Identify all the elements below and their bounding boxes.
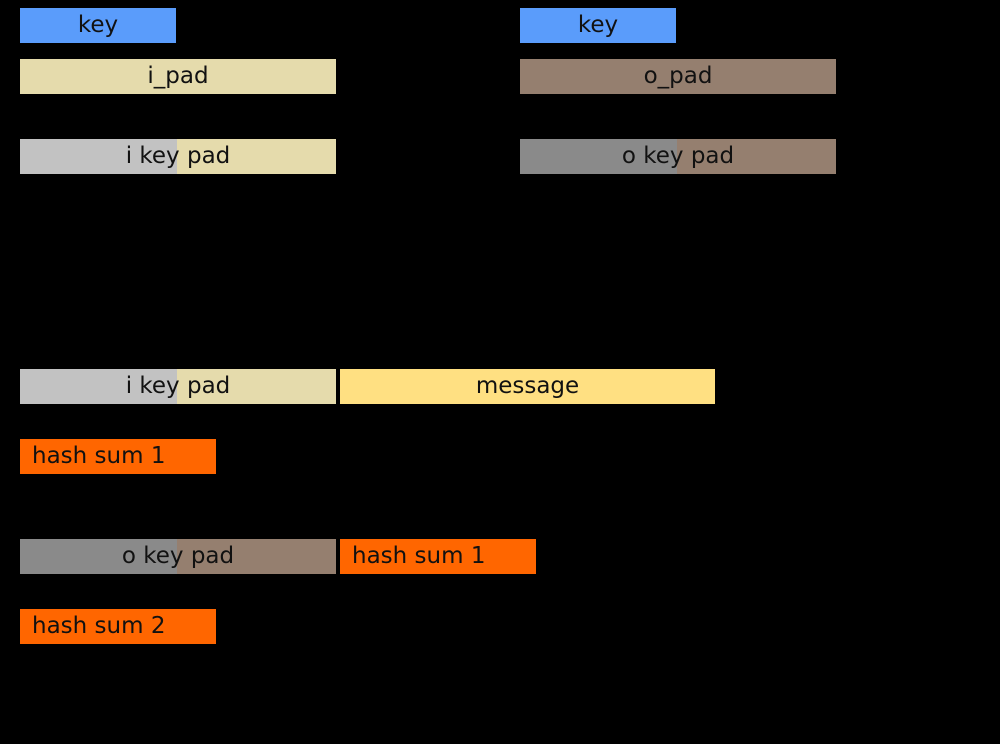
inner-key-pad-label: i key pad	[125, 143, 231, 169]
inner-key-segment	[20, 139, 177, 174]
outer-key-segment	[520, 139, 677, 174]
outer-pad-segment	[677, 139, 836, 174]
o-pad-label: o_pad	[643, 63, 713, 89]
o-pad-block: o_pad	[520, 59, 836, 94]
i-pad-label: i_pad	[147, 63, 209, 89]
outer-key-pad-block: o key pad	[520, 139, 836, 174]
outer-hash-key-pad-block: o key pad	[20, 539, 336, 574]
message-block: message	[340, 369, 715, 404]
i-pad-block: i_pad	[20, 59, 336, 94]
hash-sum-1-input-block: hash sum 1	[340, 539, 536, 574]
outer-hash-key-pad-label: o key pad	[121, 543, 235, 569]
message-label: message	[475, 373, 580, 399]
hash-sum-1-label: hash sum 1	[32, 443, 166, 469]
inner-key-label: key	[77, 12, 119, 38]
inner-pad-segment	[177, 139, 336, 174]
hash-sum-1-input-label: hash sum 1	[352, 543, 486, 569]
hash-sum-1-block: hash sum 1	[20, 439, 216, 474]
inner-hash-key-pad-block: i key pad	[20, 369, 336, 404]
inner-hash-key-segment	[20, 369, 177, 404]
hash-sum-2-block: hash sum 2	[20, 609, 216, 644]
inner-key-pad-block: i key pad	[20, 139, 336, 174]
outer-hash-key-segment	[20, 539, 177, 574]
inner-hash-key-pad-label: i key pad	[125, 373, 231, 399]
hash-sum-2-label: hash sum 2	[32, 613, 166, 639]
outer-key-block: key	[520, 8, 676, 43]
outer-key-label: key	[577, 12, 619, 38]
outer-hash-pad-segment	[177, 539, 336, 574]
inner-hash-pad-segment	[177, 369, 336, 404]
outer-key-pad-label: o key pad	[621, 143, 735, 169]
inner-key-block: key	[20, 8, 176, 43]
